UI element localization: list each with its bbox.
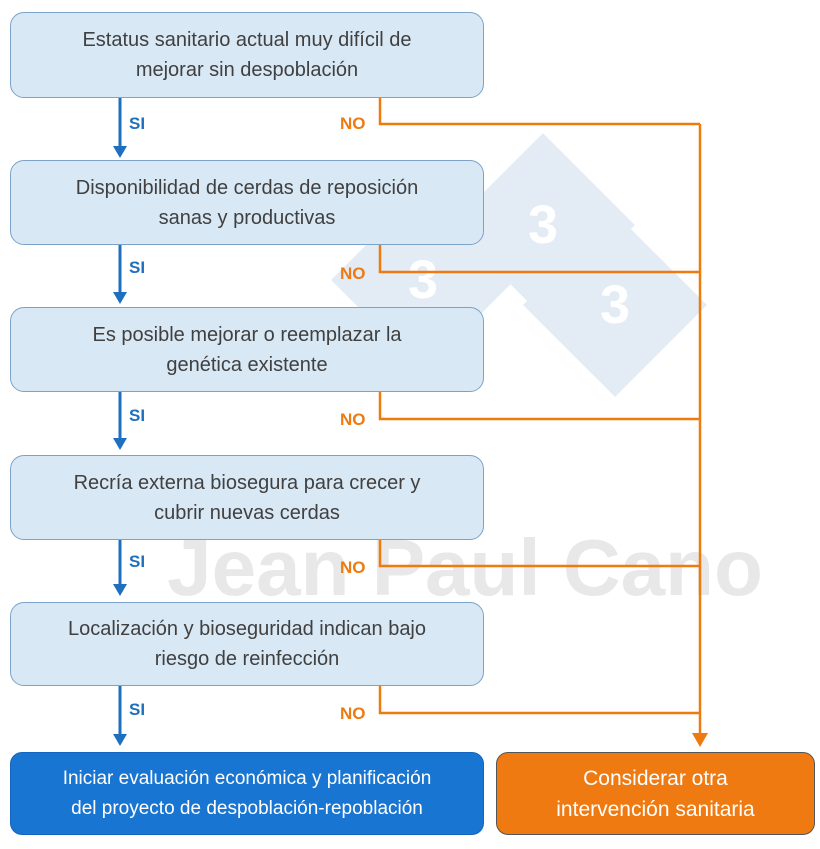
no-label: NO xyxy=(340,704,366,723)
no-label: NO xyxy=(340,114,366,133)
outcome-yes-text: Iniciar evaluación económica y planifica… xyxy=(62,767,432,819)
yes-label: SI xyxy=(129,552,146,571)
step-text: Disponibilidad de cerdas de reposición s… xyxy=(75,176,419,229)
yes-label: SI xyxy=(129,258,146,277)
yes-label: SI xyxy=(129,114,146,133)
yes-label: SI xyxy=(129,406,146,425)
no-label: NO xyxy=(340,410,366,429)
step-text: Estatus sanitario actual muy difícil de … xyxy=(82,29,412,81)
arrow-down-icon xyxy=(113,292,127,304)
watermark-logo-digit: 3 xyxy=(600,275,630,335)
step-box-1: Estatus sanitario actual muy difícil de … xyxy=(10,12,484,98)
arrow-down-icon xyxy=(113,584,127,596)
no-label: NO xyxy=(340,558,366,577)
outcome-yes-box: Iniciar evaluación económica y planifica… xyxy=(10,752,484,835)
no-connector xyxy=(378,686,700,715)
outcome-no-text: Considerar otra intervención sanitaria xyxy=(556,766,755,821)
arrow-down-icon xyxy=(113,146,127,158)
step-text: Recría externa biosegura para crecer y c… xyxy=(73,471,421,524)
no-connector xyxy=(378,245,700,274)
step-text: Localización y bioseguridad indican bajo… xyxy=(67,618,427,670)
arrow-down-icon xyxy=(113,734,127,746)
step-box-5: Localización y bioseguridad indican bajo… xyxy=(10,602,484,686)
step-text: Es posible mejorar o reemplazar la genét… xyxy=(92,323,402,376)
outcome-no-box: Considerar otra intervención sanitaria xyxy=(496,752,815,835)
yes-label: SI xyxy=(129,700,146,719)
no-connector xyxy=(378,540,700,568)
step-box-4: Recría externa biosegura para crecer y c… xyxy=(10,455,484,540)
watermark-logo-digit: 3 xyxy=(408,250,438,310)
watermark-logo-digit: 3 xyxy=(528,195,558,255)
step-box-3: Es posible mejorar o reemplazar la genét… xyxy=(10,307,484,392)
arrow-down-icon xyxy=(692,733,708,747)
no-connector xyxy=(378,98,700,126)
arrow-down-icon xyxy=(113,438,127,450)
step-box-2: Disponibilidad de cerdas de reposición s… xyxy=(10,160,484,245)
no-connector xyxy=(378,392,700,421)
no-label: NO xyxy=(340,264,366,283)
